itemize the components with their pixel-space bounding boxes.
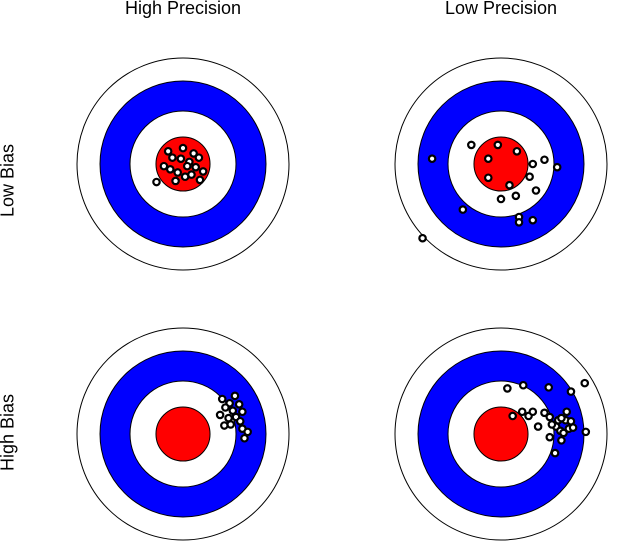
shot-marker	[226, 420, 236, 429]
shot-marker	[557, 436, 566, 445]
shot-marker	[540, 155, 549, 165]
shot-marker	[528, 215, 538, 225]
shot-marker	[152, 177, 161, 187]
shot-marker	[508, 411, 517, 421]
shot-marker	[559, 428, 568, 438]
shot-marker	[458, 205, 468, 214]
target-high-bias-high-precision	[76, 327, 290, 541]
shot-marker	[165, 165, 175, 174]
shot-marker	[238, 407, 247, 417]
shot-marker	[171, 176, 180, 186]
shot-marker	[228, 406, 238, 415]
shot-marker	[533, 422, 543, 431]
shot-marker	[198, 167, 208, 176]
shot-marker	[217, 394, 227, 404]
shot-marker	[525, 172, 534, 182]
shot-marker	[528, 407, 538, 417]
shot-marker	[514, 218, 524, 227]
shot-marker	[552, 162, 562, 172]
shot-marker	[512, 146, 522, 156]
shot-marker	[182, 161, 192, 171]
shot-marker	[467, 140, 476, 150]
shot-marker	[221, 403, 230, 412]
column-title-low-precision: Low Precision	[444, 0, 558, 18]
shot-marker	[517, 407, 527, 417]
shot-marker	[545, 432, 555, 442]
shot-marker	[557, 413, 566, 423]
column-title-high-precision: High Precision	[124, 0, 242, 18]
bullseye	[155, 406, 211, 462]
shot-marker	[187, 170, 196, 179]
shot-marker	[550, 448, 560, 458]
shot-marker	[234, 400, 244, 409]
target-high-bias-low-precision	[394, 327, 608, 541]
shot-marker	[418, 233, 427, 243]
shot-marker	[159, 161, 169, 171]
shot-marker	[581, 427, 591, 437]
shot-marker	[191, 162, 201, 172]
shot-marker	[427, 154, 437, 164]
shot-marker	[483, 154, 493, 164]
shot-marker	[547, 420, 557, 429]
shot-marker	[235, 416, 245, 426]
shot-marker	[568, 423, 578, 432]
shot-marker	[240, 433, 249, 443]
shot-marker	[173, 168, 183, 177]
shot-marker	[168, 153, 177, 162]
shot-marker	[215, 410, 225, 420]
shot-marker	[483, 173, 493, 183]
shot-marker	[562, 407, 572, 417]
shot-marker	[178, 143, 188, 153]
bullseye	[473, 406, 529, 462]
shot-marker	[518, 380, 528, 390]
shot-marker	[566, 387, 576, 396]
shot-marker	[163, 146, 173, 156]
shot-marker	[195, 175, 205, 185]
shot-marker	[493, 140, 503, 150]
shot-marker	[580, 378, 590, 388]
shot-marker	[194, 153, 204, 162]
shot-marker	[503, 384, 512, 393]
target-low-bias-low-precision	[394, 57, 608, 271]
shot-marker	[230, 391, 240, 401]
shot-marker	[528, 159, 538, 169]
shot-marker	[189, 149, 198, 158]
shot-marker	[243, 427, 252, 437]
shot-marker	[496, 194, 506, 204]
shot-marker	[511, 191, 521, 201]
target-low-bias-high-precision	[76, 57, 290, 271]
shot-marker	[505, 180, 514, 190]
shot-marker	[176, 154, 186, 164]
shot-marker	[540, 408, 549, 418]
shot-marker	[545, 412, 555, 422]
shot-marker	[544, 383, 554, 392]
shot-marker	[531, 186, 541, 195]
